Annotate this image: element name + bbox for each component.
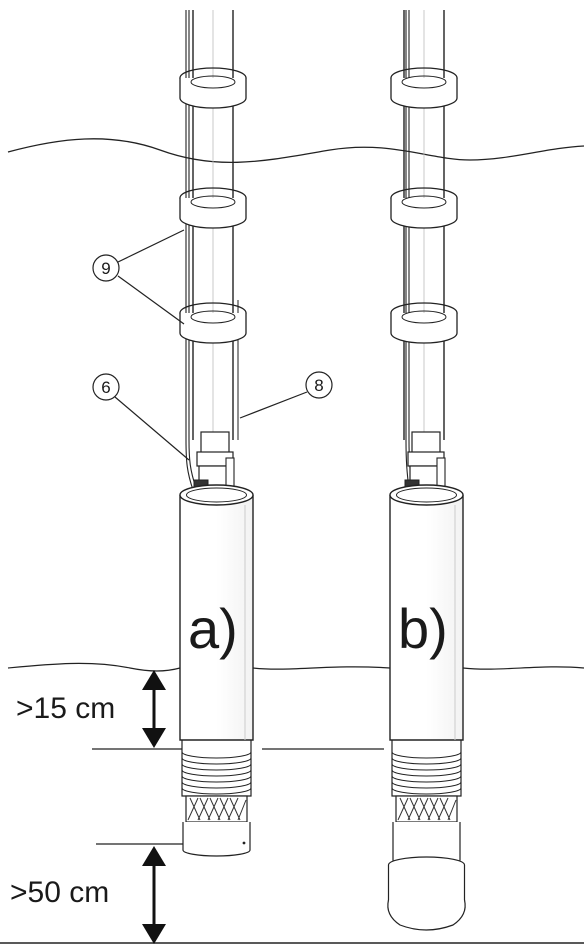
pump-intake-a <box>181 751 252 857</box>
callout-9: 9 <box>92 229 185 325</box>
callout-6: 6 <box>92 373 190 461</box>
dimension-label-submersion: >15 cm <box>16 692 115 725</box>
lower-water-line <box>462 666 584 670</box>
pipe-clamp <box>390 302 458 344</box>
pipe-clamp <box>179 187 247 229</box>
pump-b <box>387 10 466 931</box>
dimension-arrow-submersion <box>142 670 166 748</box>
pipe-clamp <box>390 187 458 229</box>
lower-water-line <box>7 662 181 672</box>
panel-label-a: a) <box>188 597 238 660</box>
water-surface-line <box>7 138 584 164</box>
dimension-label-bottom-clearance: >50 cm <box>10 876 109 909</box>
pipe-clamp <box>179 302 247 344</box>
pump-intake-b <box>387 751 466 931</box>
pump-head-a <box>193 431 235 497</box>
pipe-clamp <box>179 67 247 109</box>
lower-water-line <box>252 666 391 670</box>
callout-8: 8 <box>239 371 333 419</box>
callout-6-label: 6 <box>101 378 110 397</box>
pump-a <box>179 10 254 857</box>
pump-motor-a <box>179 484 254 752</box>
callout-9-label: 9 <box>101 259 110 278</box>
callout-8-label: 8 <box>314 376 323 395</box>
dimension-arrow-bottom-clearance <box>142 846 166 944</box>
panel-label-b: b) <box>398 597 448 660</box>
pipe-clamp <box>390 67 458 109</box>
pump-motor-b <box>389 484 464 752</box>
